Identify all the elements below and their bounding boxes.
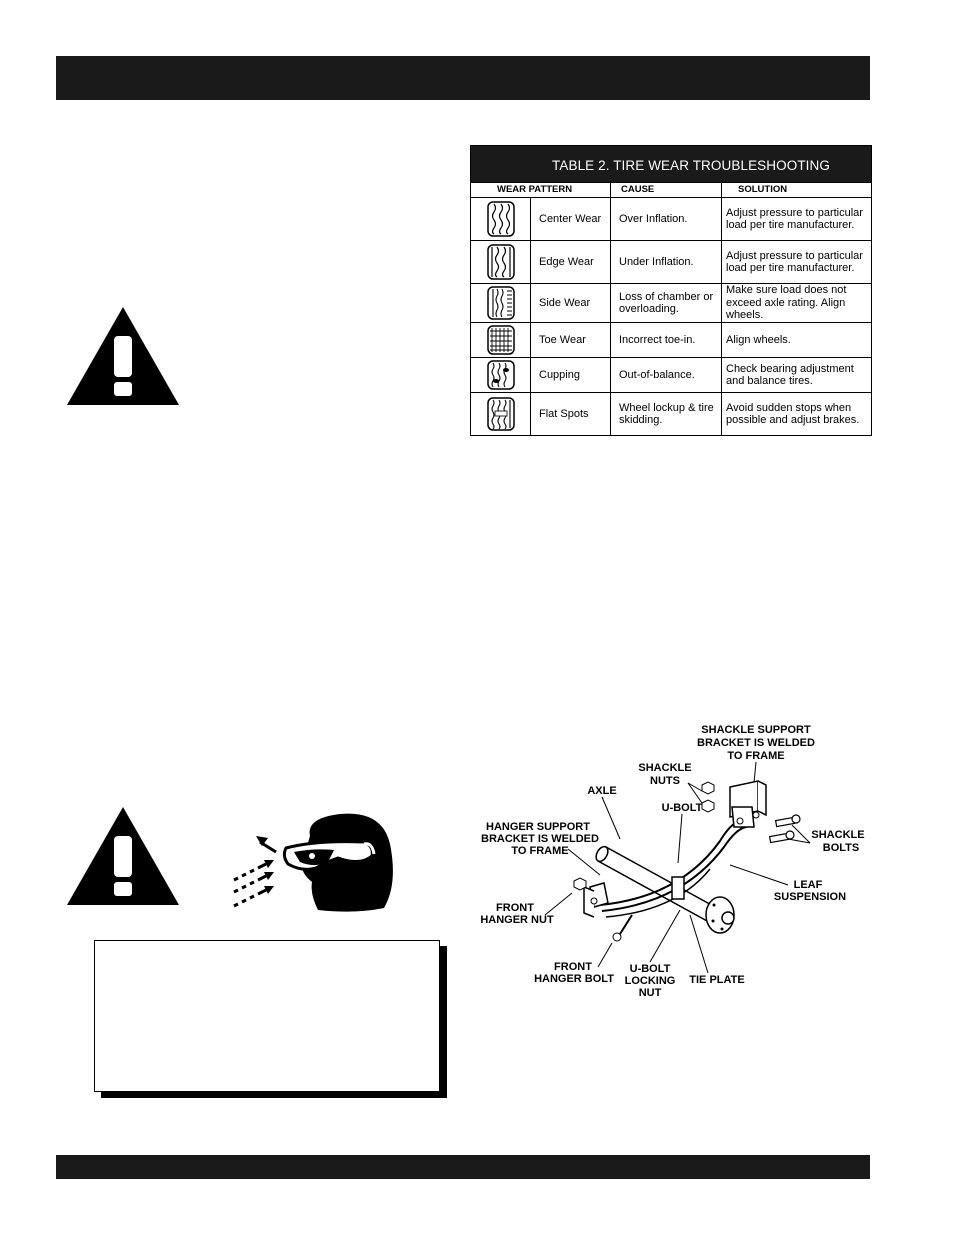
- label-shackle-support: SHACKLE SUPPORT: [701, 724, 811, 736]
- solution-cell: Check bearing adjustment and balance tir…: [726, 362, 854, 388]
- label-shackle-nuts: NUTS: [650, 775, 680, 787]
- label-shackle-support: BRACKET IS WELDED: [697, 737, 815, 749]
- label-shackle-bolts: BOLTS: [823, 842, 859, 854]
- label-ubolt-locking-nut: NUT: [639, 987, 662, 999]
- tire-tread-icon: [471, 284, 531, 322]
- table-row: Cupping Out-of-balance. Check bearing ad…: [471, 357, 871, 392]
- label-ubolt-locking-nut: U-BOLT: [630, 963, 671, 975]
- pattern-label: Side Wear: [539, 296, 591, 309]
- table-title: TABLE 2. TIRE WEAR TROUBLESHOOTING: [471, 146, 871, 182]
- table-row: Side Wear Loss of chamber or overloading…: [471, 283, 871, 322]
- label-hanger-support: TO FRAME: [511, 845, 568, 857]
- header-solution: SOLUTION: [738, 184, 788, 195]
- pattern-label: Flat Spots: [539, 407, 589, 420]
- solution-cell: Align wheels.: [726, 333, 791, 346]
- cause-cell: Over Inflation.: [611, 198, 722, 240]
- header-cause: CAUSE: [611, 183, 722, 197]
- warning-triangle-icon: [67, 307, 179, 405]
- leaf-suspension-diagram: SHACKLE SUPPORT BRACKET IS WELDED TO FRA…: [480, 724, 864, 999]
- label-front-hanger-nut: FRONT: [496, 902, 534, 914]
- label-leaf-suspension: SUSPENSION: [774, 891, 846, 903]
- solution-cell: Avoid sudden stops when possible and adj…: [726, 401, 860, 427]
- label-hanger-support: BRACKET IS WELDED: [481, 833, 599, 845]
- solution-cell: Adjust pressure to particular load per t…: [726, 249, 863, 275]
- header-wear-pattern: WEAR PATTERN: [471, 183, 611, 197]
- tire-tread-icon: [471, 358, 531, 392]
- table-row: Flat Spots Wheel lockup & tire skidding.…: [471, 392, 871, 435]
- label-ubolt-locking-nut: LOCKING: [625, 975, 676, 987]
- pattern-label: Toe Wear: [539, 333, 586, 346]
- label-ubolt: U-BOLT: [662, 802, 703, 814]
- label-front-hanger-bolt: HANGER BOLT: [534, 973, 614, 985]
- footer-bar: [56, 1155, 870, 1179]
- pattern-label: Cupping: [539, 368, 580, 381]
- tire-tread-icon: [471, 198, 531, 240]
- label-front-hanger-nut: HANGER NUT: [480, 914, 554, 926]
- label-tie-plate: TIE PLATE: [689, 974, 744, 986]
- table-row: Toe Wear Incorrect toe-in. Align wheels.: [471, 322, 871, 357]
- cause-cell: Out-of-balance.: [611, 358, 722, 392]
- header-bar: [56, 56, 870, 100]
- solution-cell: Adjust pressure to particular load per t…: [726, 206, 863, 232]
- note-box: [94, 940, 440, 1092]
- table-row: Center Wear Over Inflation. Adjust press…: [471, 197, 871, 240]
- cause-cell: Wheel lockup & tire skidding.: [611, 393, 722, 435]
- label-shackle-bolts: SHACKLE: [811, 829, 864, 841]
- pattern-label: Edge Wear: [539, 255, 594, 268]
- tire-tread-icon: [471, 393, 531, 435]
- table-header-row: WEAR PATTERN CAUSE SOLUTION: [471, 182, 871, 197]
- label-axle: AXLE: [587, 785, 616, 797]
- label-shackle-support: TO FRAME: [727, 750, 784, 762]
- cause-cell: Incorrect toe-in.: [611, 323, 722, 357]
- tire-wear-table: TABLE 2. TIRE WEAR TROUBLESHOOTING WEAR …: [470, 145, 872, 436]
- label-hanger-support: HANGER SUPPORT: [486, 821, 590, 833]
- tire-tread-icon: [471, 241, 531, 283]
- label-front-hanger-bolt: FRONT: [554, 961, 592, 973]
- cause-cell: Under Inflation.: [611, 241, 722, 283]
- warning-triangle-icon: [67, 807, 179, 905]
- cause-cell: Loss of chamber or overloading.: [611, 284, 722, 322]
- label-shackle-nuts: SHACKLE: [638, 762, 691, 774]
- pattern-label: Center Wear: [539, 212, 602, 225]
- solution-cell: Make sure load does not exceed axle rati…: [726, 284, 847, 322]
- safety-glasses-icon: [233, 813, 393, 912]
- label-leaf-suspension: LEAF: [794, 879, 823, 891]
- table-row: Edge Wear Under Inflation. Adjust pressu…: [471, 240, 871, 283]
- tire-tread-icon: [471, 323, 531, 357]
